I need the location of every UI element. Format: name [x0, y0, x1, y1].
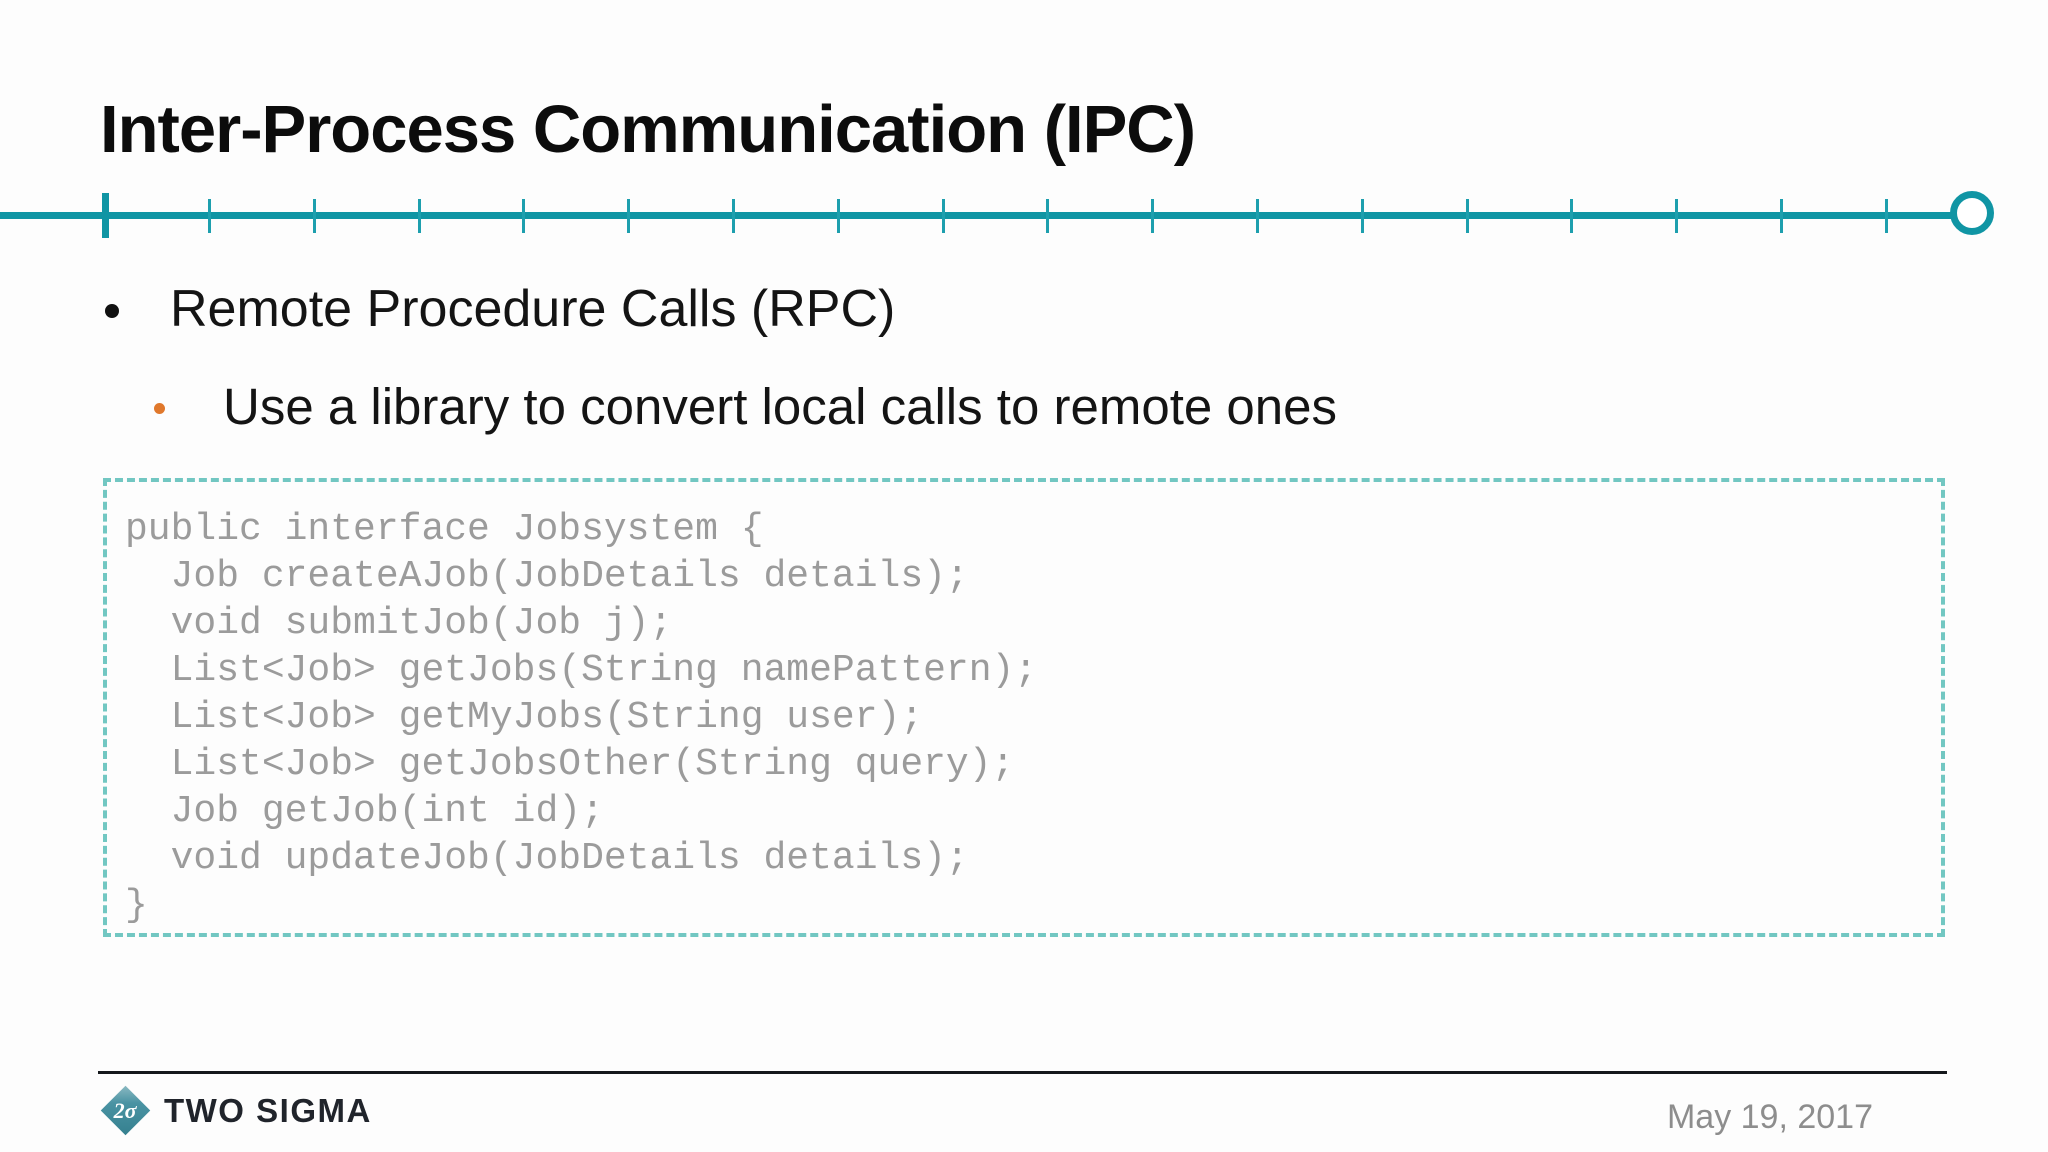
timeline-end-circle-icon — [1950, 191, 1994, 235]
bullet-text-rpc: Remote Procedure Calls (RPC) — [170, 280, 896, 338]
timeline-tick — [1151, 199, 1154, 233]
timeline-tick — [418, 199, 421, 233]
timeline-tick — [942, 199, 945, 233]
code-line: void submitJob(Job j); — [125, 602, 673, 645]
bullet-text-library: Use a library to convert local calls to … — [223, 378, 1337, 435]
timeline-line — [0, 212, 1952, 219]
timeline-tick — [522, 199, 525, 233]
timeline-ruler — [0, 0, 2048, 260]
timeline-tick — [732, 199, 735, 233]
code-line: List<Job> getJobs(String namePattern); — [125, 649, 1038, 692]
brand-wordmark: TWO SIGMA — [164, 1092, 372, 1129]
footer-divider — [98, 1071, 1947, 1074]
code-line: Job getJob(int id); — [125, 790, 604, 833]
slide-title: Inter-Process Communication (IPC) — [100, 92, 1196, 167]
code-line: Job createAJob(JobDetails details); — [125, 555, 969, 598]
bullet-dot-icon — [105, 304, 119, 318]
code-line: void updateJob(JobDetails details); — [125, 837, 969, 880]
timeline-tick — [837, 199, 840, 233]
sub-bullet-dot-icon — [154, 403, 165, 414]
timeline-tick — [1466, 199, 1469, 233]
code-block: public interface Jobsystem { Job createA… — [103, 478, 1945, 937]
code-line: } — [125, 884, 148, 927]
code-line: public interface Jobsystem { — [125, 508, 764, 551]
code-line: List<Job> getJobsOther(String query); — [125, 743, 1015, 786]
timeline-tick — [208, 199, 211, 233]
two-sigma-diamond-icon: 2σ — [100, 1085, 151, 1136]
two-sigma-glyph: 2σ — [114, 1097, 137, 1123]
timeline-tick — [1885, 199, 1888, 233]
code-line: List<Job> getMyJobs(String user); — [125, 696, 924, 739]
timeline-tick — [313, 199, 316, 233]
slide-date: May 19, 2017 — [1666, 1098, 1873, 1136]
timeline-tick — [1256, 199, 1259, 233]
timeline-tick — [627, 199, 630, 233]
timeline-tick — [1046, 199, 1049, 233]
timeline-tick — [1780, 199, 1783, 233]
timeline-tick — [1361, 199, 1364, 233]
timeline-tick — [1570, 199, 1573, 233]
timeline-tick — [1675, 199, 1678, 233]
timeline-tick-major — [102, 193, 109, 238]
